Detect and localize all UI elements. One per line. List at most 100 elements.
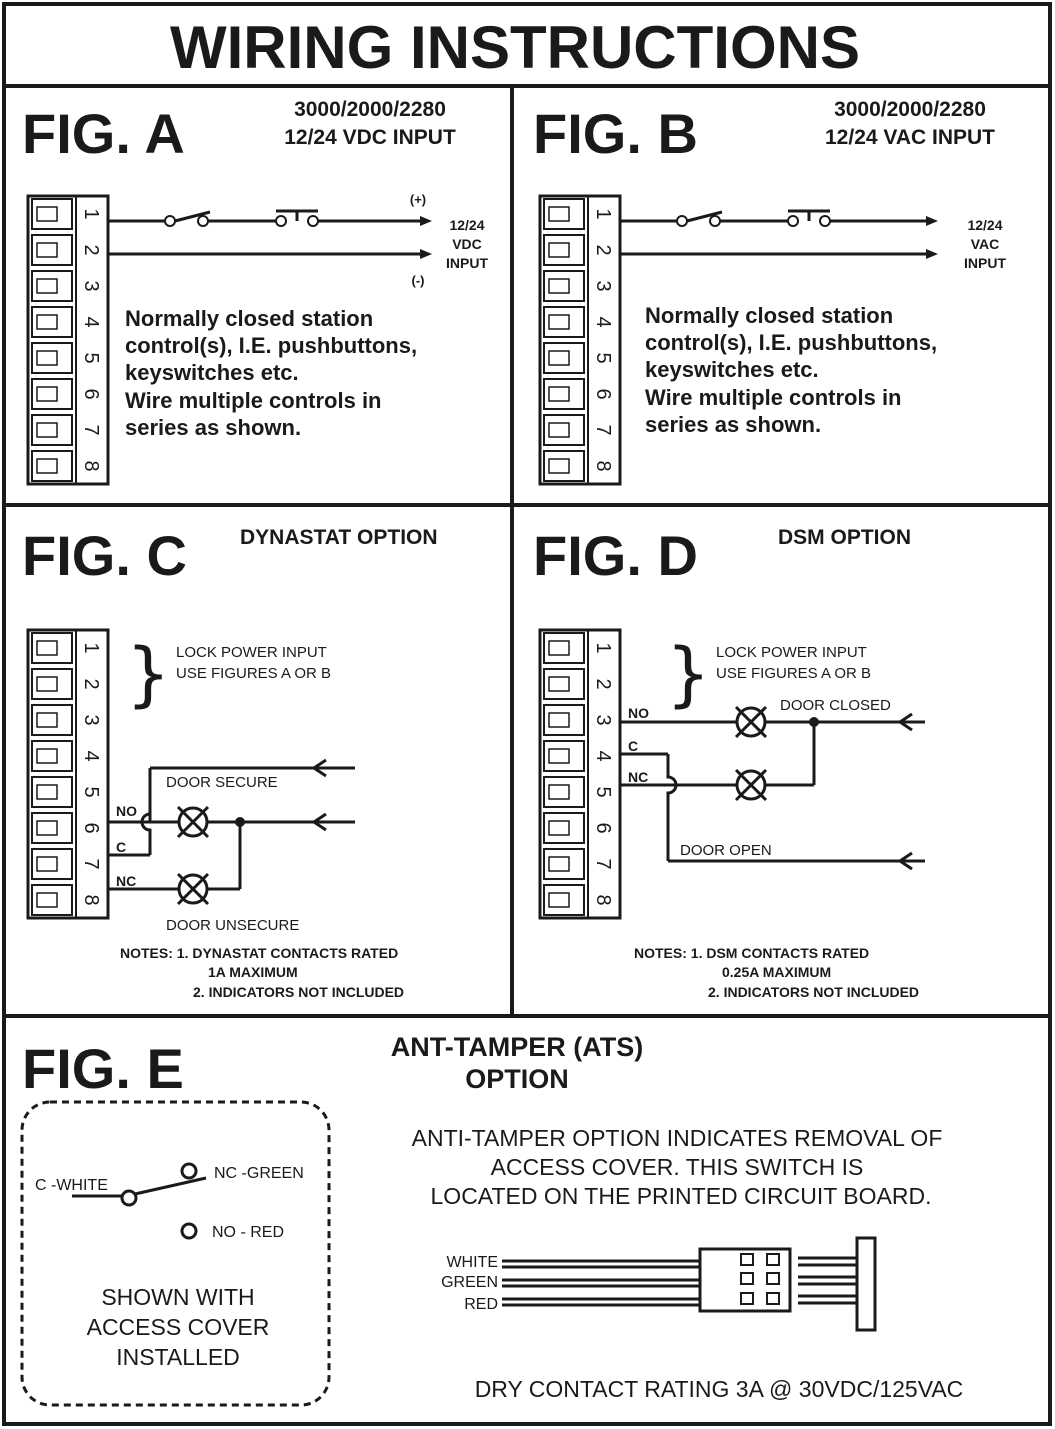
terminal-screw-head [36,458,58,474]
terminal-number: 7 [592,858,614,869]
fig-b-body-line: keyswitches etc. [645,357,819,382]
terminal-block-body [538,628,622,920]
fig-c-unsecure-lamp-icon [176,872,210,906]
terminal-screw-head [548,748,570,764]
fig-e-wire-green-label: GREEN [441,1274,498,1291]
fig-e-option-1: ANT-TAMPER (ATS) [391,1032,643,1062]
fig-e-connector-pin [766,1272,780,1285]
terminal-screw [543,450,585,482]
terminal-screw-head [548,458,570,474]
terminal-number: 3 [592,714,614,725]
terminal-screw-head [548,856,570,872]
fig-c-note-line: 2. INDICATORS NOT INCLUDED [193,984,404,1000]
terminal-screw [31,414,73,446]
terminal-screw [31,632,73,664]
fig-c-no-label: NO [116,803,137,819]
fig-a-input-line2: VDC [452,236,482,252]
terminal-number: 1 [80,642,102,653]
fig-a-minus: (-) [412,273,425,288]
fig-e-no-red: NO - RED [212,1224,284,1241]
terminal-screw [31,704,73,736]
terminal-block-body [538,194,622,486]
fig-e-shown-line: INSTALLED [116,1344,240,1370]
terminal-screw [543,198,585,230]
fig-b-button-contact [787,215,799,227]
fig-e-connector-pin [740,1272,754,1285]
fig-e-connector-pin [740,1253,754,1266]
fig-c-door-secure: DOOR SECURE [166,774,278,791]
terminal-screw-head [36,242,58,258]
terminal-number: 3 [80,280,102,291]
terminal-screw-head [548,712,570,728]
fig-c-note-line: NOTES: 1. DYNASTAT CONTACTS RATED [120,945,398,961]
terminal-number: 5 [592,786,614,797]
terminal-screw-head [548,350,570,366]
terminal-screw-head [548,314,570,330]
terminal-number: 6 [80,388,102,399]
terminal-screw-head [548,206,570,222]
terminal-number: 2 [80,244,102,255]
terminal-screw-head [548,278,570,294]
terminal-screw [31,848,73,880]
fig-a-arrow-1 [420,216,432,226]
fig-a-model: 3000/2000/2280 [294,98,446,121]
fig-e-connector-pin [740,1292,754,1305]
fig-b-label: FIG. B [533,102,698,165]
terminal-number: 5 [80,786,102,797]
terminal-block-body [26,194,110,486]
terminal-number: 4 [80,316,102,327]
fig-a-panel: FIG. A 3000/2000/2280 12/24 VDC INPUT 12… [22,98,488,486]
fig-e-label: FIG. E [22,1037,184,1100]
terminal-screw [543,414,585,446]
terminal-number: 1 [80,208,102,219]
page-title: WIRING INSTRUCTIONS [170,14,860,81]
fig-a-body-line: Wire multiple controls in [125,388,382,413]
terminal-screw [31,776,73,808]
fig-b-panel: FIG. B 3000/2000/2280 12/24 VAC INPUT 12… [533,98,1006,486]
fig-b-input-line1: 12/24 [967,217,1002,233]
terminal-screw-head [36,350,58,366]
fig-a-button-contact [307,215,319,227]
fig-c-brace: } [126,633,171,715]
fig-c-return-arrow [311,812,327,832]
terminal-number: 8 [80,894,102,905]
fig-e-cover-outline [20,1100,331,1407]
terminal-number: 6 [592,388,614,399]
fig-a-input-line3: INPUT [446,255,488,271]
fig-e-wire-red-label: RED [464,1296,498,1313]
terminal-number: 3 [80,714,102,725]
fig-e-shown-line: ACCESS COVER [87,1314,270,1340]
terminal-screw [543,704,585,736]
terminal-screw [543,776,585,808]
fig-b-model: 3000/2000/2280 [834,98,986,121]
fig-a-label: FIG. A [22,102,185,165]
fig-e-nc-contact [180,1162,198,1180]
fig-b-input-line2: VAC [971,236,1000,252]
fig-e-c-white: C -WHITE [35,1177,108,1194]
terminal-screw [543,632,585,664]
terminal-screw [31,884,73,916]
fig-c-secure-arrow [311,758,327,778]
terminal-number: 4 [80,750,102,761]
fig-a-arrow-2 [420,249,432,259]
fig-b-body-line: control(s), I.E. pushbuttons, [645,330,937,355]
fig-e-connector-pin [766,1253,780,1266]
terminal-screw [31,198,73,230]
terminal-number: 2 [592,244,614,255]
terminal-screw-head [36,748,58,764]
terminal-number: 6 [592,822,614,833]
fig-e-panel: FIG. E ANT-TAMPER (ATS) OPTION C -WHITE … [20,1032,963,1407]
fig-a-plus: (+) [410,192,426,207]
terminal-screw-head [548,676,570,692]
terminal-number: 8 [592,894,614,905]
fig-c-c-wire [140,812,152,855]
terminal-screw [31,378,73,410]
fig-c-lock-power-2: USE FIGURES A OR B [176,665,331,682]
fig-e-shown-line: SHOWN WITH [101,1284,254,1310]
terminal-screw-head [36,314,58,330]
terminal-number: 5 [592,352,614,363]
